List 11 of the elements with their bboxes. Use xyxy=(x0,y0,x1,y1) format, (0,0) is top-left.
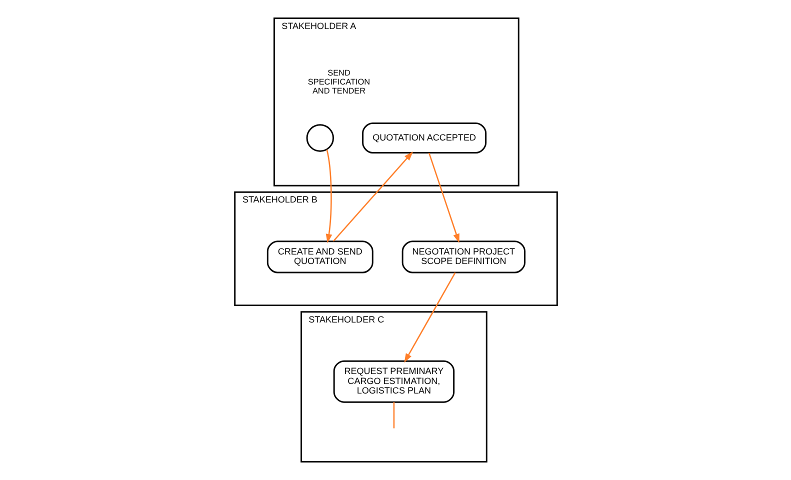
arrow xyxy=(404,272,456,363)
connector xyxy=(392,402,394,428)
node-circle xyxy=(306,124,334,152)
node-label: SEND SPECIFICATION AND TENDER xyxy=(307,68,370,96)
node-box: REQUEST PREMINARY CARGO ESTIMATION, LOGISTICS PLAN xyxy=(332,360,454,403)
node-box: CREATE AND SEND QUOTATION xyxy=(266,240,373,274)
arrow xyxy=(428,152,459,244)
node-box: QUOTATION ACCEPTED xyxy=(362,122,486,154)
arrow xyxy=(325,150,332,244)
arrow xyxy=(332,152,413,242)
node-box: NEGOTATION PROJECT SCOPE DEFINITION xyxy=(401,240,525,274)
